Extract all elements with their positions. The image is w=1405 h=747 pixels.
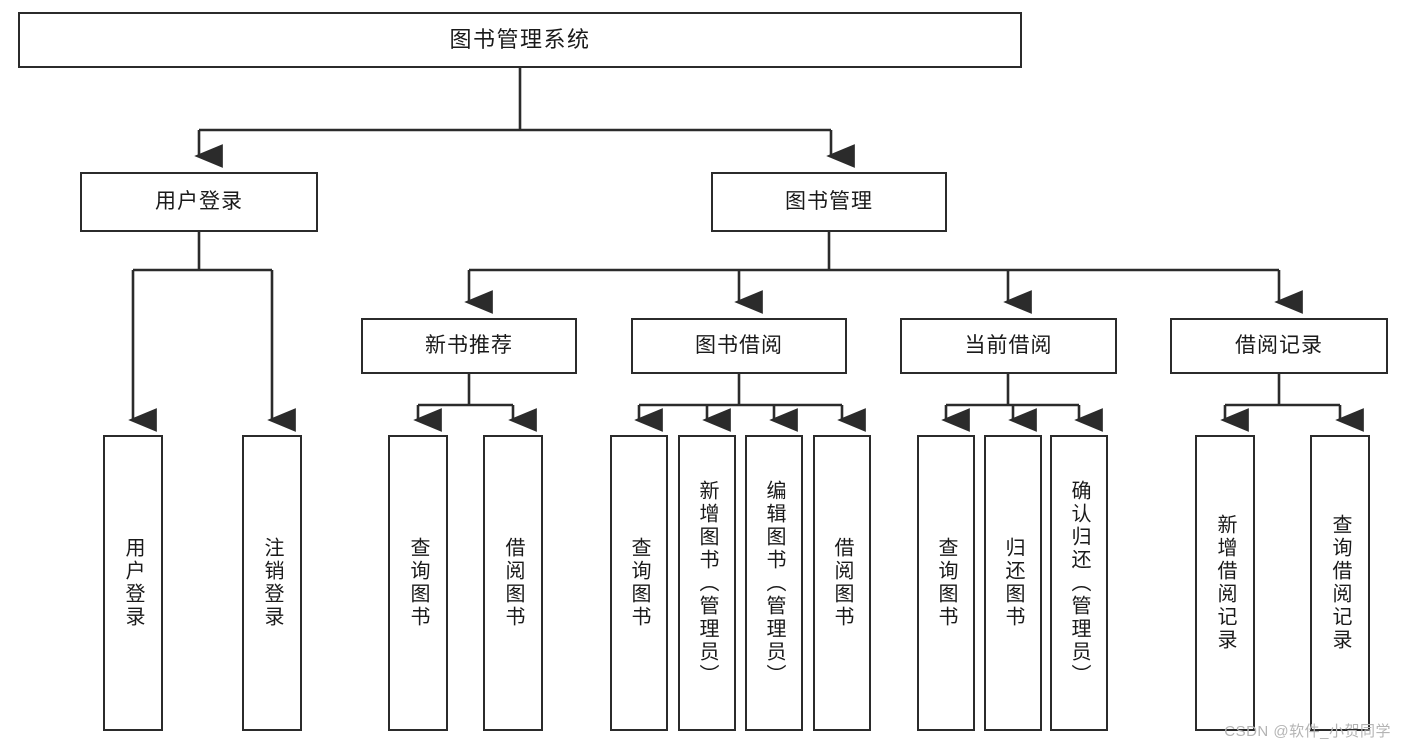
node-leaf-user-login[interactable]: 用户登录 [103,435,163,731]
node-leaf-borrow-book[interactable]: 借阅图书 [813,435,871,731]
node-leaf-user-login-label: 用户登录 [122,537,144,629]
node-user-login-label: 用户登录 [155,189,243,213]
node-new-book-recommend[interactable]: 新书推荐 [361,318,577,374]
node-leaf-query-book-borrow[interactable]: 查询图书 [610,435,668,731]
node-leaf-borrow-book-label: 借阅图书 [831,537,853,629]
node-leaf-query-book-borrow-label: 查询图书 [628,537,650,629]
node-current-borrow[interactable]: 当前借阅 [900,318,1117,374]
node-book-borrow-label: 图书借阅 [695,333,783,357]
node-borrow-record-label: 借阅记录 [1235,333,1323,357]
node-leaf-query-record[interactable]: 查询借阅记录 [1310,435,1370,731]
node-leaf-add-book[interactable]: 新增图书（管理员） [678,435,736,731]
node-book-manage[interactable]: 图书管理 [711,172,947,232]
node-book-borrow[interactable]: 图书借阅 [631,318,847,374]
node-leaf-query-record-label: 查询借阅记录 [1329,514,1351,652]
node-current-borrow-label: 当前借阅 [964,333,1053,357]
node-leaf-add-book-label: 新增图书（管理员） [696,479,718,687]
node-leaf-edit-book[interactable]: 编辑图书（管理员） [745,435,803,731]
node-leaf-logout-label: 注销登录 [261,537,283,629]
node-leaf-add-record[interactable]: 新增借阅记录 [1195,435,1255,731]
node-leaf-logout[interactable]: 注销登录 [242,435,302,731]
node-leaf-borrow-book-rec[interactable]: 借阅图书 [483,435,543,731]
node-leaf-borrow-book-rec-label: 借阅图书 [502,537,524,629]
node-leaf-add-record-label: 新增借阅记录 [1214,514,1236,652]
node-leaf-confirm-return[interactable]: 确认归还（管理员） [1050,435,1108,731]
node-leaf-query-book-rec-label: 查询图书 [407,537,429,629]
watermark: CSDN @软件_小贺同学 [1224,723,1391,740]
node-leaf-query-book-cur[interactable]: 查询图书 [917,435,975,731]
node-leaf-query-book-rec[interactable]: 查询图书 [388,435,448,731]
node-user-login[interactable]: 用户登录 [80,172,318,232]
node-leaf-return-book[interactable]: 归还图书 [984,435,1042,731]
node-root[interactable]: 图书管理系统 [18,12,1022,68]
node-leaf-edit-book-label: 编辑图书（管理员） [763,479,785,687]
node-borrow-record[interactable]: 借阅记录 [1170,318,1388,374]
node-root-label: 图书管理系统 [449,27,591,53]
node-book-manage-label: 图书管理 [785,189,873,213]
node-leaf-return-book-label: 归还图书 [1002,537,1024,629]
node-new-book-recommend-label: 新书推荐 [425,333,513,357]
node-leaf-query-book-cur-label: 查询图书 [935,537,957,629]
node-leaf-confirm-return-label: 确认归还（管理员） [1068,479,1090,687]
